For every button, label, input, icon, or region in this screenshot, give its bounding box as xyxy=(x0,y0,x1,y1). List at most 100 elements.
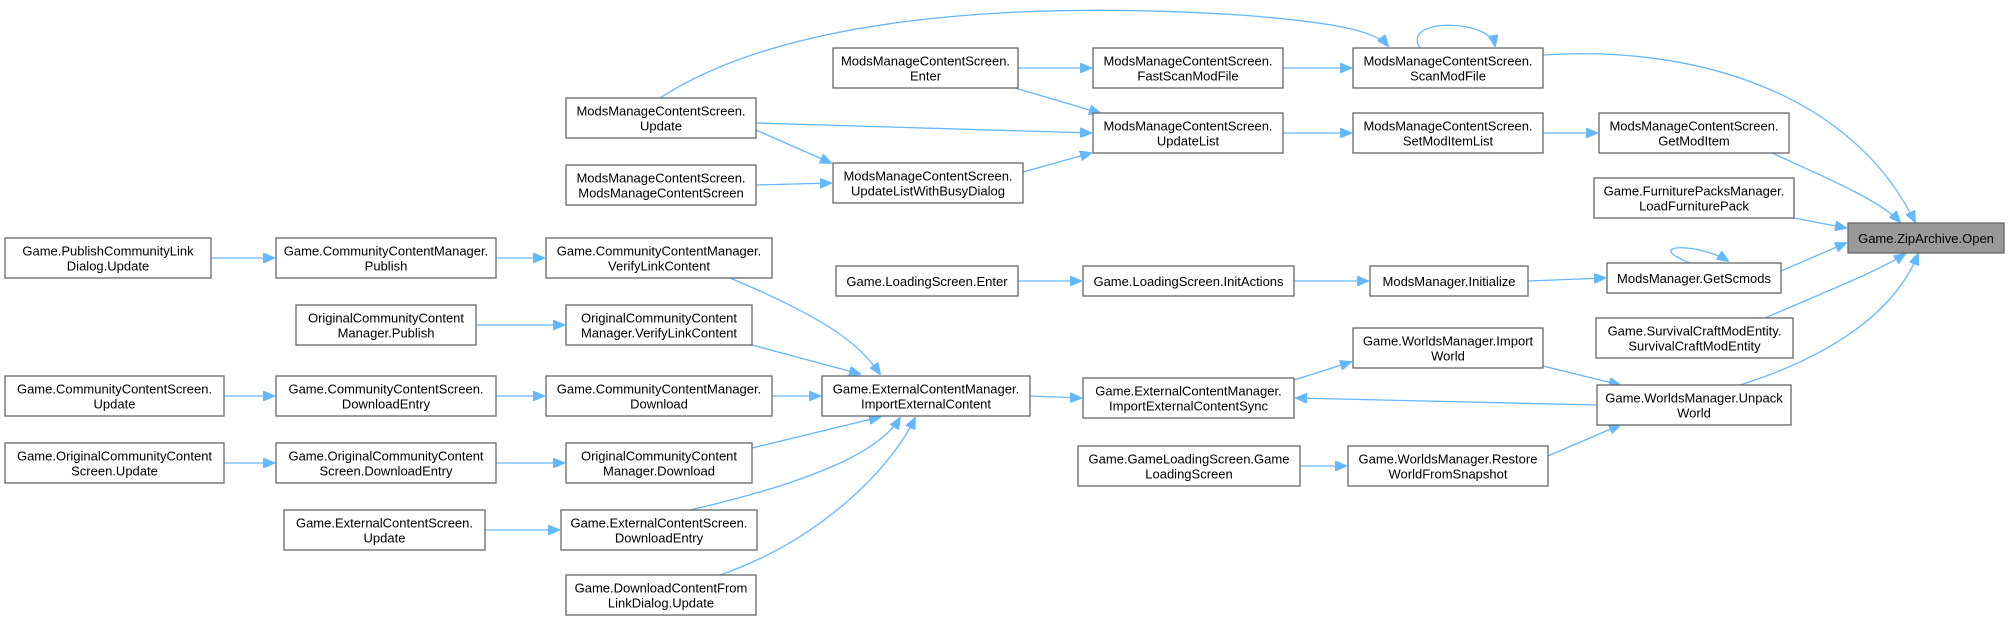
node-ecs-download-entry[interactable]: Game.ExternalContentScreen.DownloadEntry xyxy=(560,509,758,551)
edge-mmcs-update-to-update-list xyxy=(755,122,1091,133)
node-occm-verify-link[interactable]: OriginalCommunityContentManager.VerifyLi… xyxy=(565,304,753,346)
node-label-ccm-verify-link-0: Game.CommunityContentManager. xyxy=(557,244,761,259)
node-mods-initialize[interactable]: ModsManager.Initialize xyxy=(1369,265,1529,297)
node-mmcs-enter[interactable]: ModsManageContentScreen.Enter xyxy=(832,47,1019,89)
node-label-mmcs-ctor-1: ModsManageContentScreen xyxy=(578,186,744,201)
node-label-loading-enter-0: Game.LoadingScreen.Enter xyxy=(846,274,1008,289)
node-fast-scan-mod-file[interactable]: ModsManageContentScreen.FastScanModFile xyxy=(1092,47,1284,89)
node-label-ccm-publish-0: Game.CommunityContentManager. xyxy=(284,244,488,259)
edge-occm-download-to-import xyxy=(751,417,880,449)
node-label-publish-link-dialog-0: Game.PublishCommunityLink xyxy=(22,244,194,259)
node-import-external-sync[interactable]: Game.ExternalContentManager.ImportExtern… xyxy=(1082,377,1295,419)
node-get-scmods[interactable]: ModsManager.GetScmods xyxy=(1606,262,1782,294)
node-box-scan-mod-file xyxy=(1352,47,1544,89)
edge-busy-to-update-list xyxy=(1022,153,1091,173)
node-label-load-furniture-pack-0: Game.FurniturePacksManager. xyxy=(1604,184,1785,199)
node-label-occm-verify-link-0: OriginalCommunityContent xyxy=(581,311,737,326)
node-label-mmcs-update-1: Update xyxy=(640,119,682,134)
node-update-list-busy[interactable]: ModsManageContentScreen.UpdateListWithBu… xyxy=(832,162,1024,204)
node-label-occm-download-1: Manager.Download xyxy=(603,464,715,479)
edge-get-mod-item-to-zip xyxy=(1771,152,1900,222)
node-occs-update[interactable]: Game.OriginalCommunityContentScreen.Upda… xyxy=(4,442,225,484)
node-game-loading-screen[interactable]: Game.GameLoadingScreen.GameLoadingScreen xyxy=(1077,445,1301,487)
node-label-unpack-world-0: Game.WorldsManager.Unpack xyxy=(1605,391,1783,406)
node-label-download-from-link-1: LinkDialog.Update xyxy=(608,596,714,611)
edge-import-sync-to-import-world xyxy=(1293,362,1351,381)
call-nodes: Game.ZipArchive.Open ModsManageContentScr… xyxy=(4,47,2005,616)
node-download-from-link[interactable]: Game.DownloadContentFromLinkDialog.Updat… xyxy=(565,574,757,616)
edge-survival-to-zip xyxy=(1764,254,1905,319)
node-box-mmcs-ctor xyxy=(565,164,757,206)
node-ecs-update[interactable]: Game.ExternalContentScreen.Update xyxy=(283,509,486,551)
node-label-ccm-download-0: Game.CommunityContentManager. xyxy=(557,382,761,397)
node-box-set-mod-item-list xyxy=(1352,112,1544,154)
node-label-update-list-0: ModsManageContentScreen. xyxy=(1103,119,1272,134)
node-import-external[interactable]: Game.ExternalContentManager.ImportExtern… xyxy=(821,375,1031,417)
node-box-get-scmods xyxy=(1606,262,1782,294)
node-box-ccs-download-entry xyxy=(275,375,497,417)
node-box-loading-enter xyxy=(835,265,1019,297)
edge-mmcs-update-to-busy xyxy=(755,129,831,163)
node-ccm-verify-link[interactable]: Game.CommunityContentManager.VerifyLinkC… xyxy=(545,237,773,279)
edge-unpack-to-import-sync xyxy=(1296,398,1598,406)
node-loading-enter[interactable]: Game.LoadingScreen.Enter xyxy=(835,265,1019,297)
node-init-actions[interactable]: Game.LoadingScreen.InitActions xyxy=(1082,265,1295,297)
node-box-get-mod-item xyxy=(1598,112,1790,154)
node-box-import-external xyxy=(821,375,1031,417)
node-label-ccs-update-1: Update xyxy=(94,397,136,412)
node-label-zip-open-0: Game.ZipArchive.Open xyxy=(1858,231,1994,246)
node-box-update-list xyxy=(1092,112,1284,154)
node-mmcs-update[interactable]: ModsManageContentScreen.Update xyxy=(565,97,757,139)
node-label-game-loading-screen-1: LoadingScreen xyxy=(1145,467,1232,482)
node-survival-craft-mod-entity[interactable]: Game.SurvivalCraftModEntity.SurvivalCraf… xyxy=(1595,317,1794,359)
node-mmcs-ctor[interactable]: ModsManageContentScreen.ModsManageConten… xyxy=(565,164,757,206)
node-label-ccm-publish-1: Publish xyxy=(365,259,408,274)
node-load-furniture-pack[interactable]: Game.FurniturePacksManager.LoadFurniture… xyxy=(1593,177,1795,219)
node-box-init-actions xyxy=(1082,265,1295,297)
edge-mmcs-update-to-scan xyxy=(659,9,1388,99)
node-label-occm-verify-link-1: Manager.VerifyLinkContent xyxy=(581,326,737,341)
node-restore-world[interactable]: Game.WorldsManager.RestoreWorldFromSnaps… xyxy=(1347,445,1549,487)
node-label-game-loading-screen-0: Game.GameLoadingScreen.Game xyxy=(1089,452,1290,467)
node-get-mod-item[interactable]: ModsManageContentScreen.GetModItem xyxy=(1598,112,1790,154)
node-box-mmcs-update xyxy=(565,97,757,139)
call-edges xyxy=(211,9,1918,576)
node-box-zip-open xyxy=(1847,222,2005,254)
node-box-import-external-sync xyxy=(1082,377,1295,419)
node-box-game-loading-screen xyxy=(1077,445,1301,487)
node-label-scan-mod-file-1: ScanModFile xyxy=(1410,69,1486,84)
edge-get-scmods-to-zip xyxy=(1780,243,1846,272)
node-occs-download-entry[interactable]: Game.OriginalCommunityContentScreen.Down… xyxy=(275,442,497,484)
node-box-ccs-update xyxy=(4,375,225,417)
node-ccm-publish[interactable]: Game.CommunityContentManager.Publish xyxy=(275,237,497,279)
node-box-occs-update xyxy=(4,442,225,484)
node-label-import-world-0: Game.WorldsManager.Import xyxy=(1363,334,1534,349)
edge-import-world-to-unpack xyxy=(1542,365,1620,385)
edge-furniture-to-zip xyxy=(1793,217,1846,228)
node-label-fast-scan-mod-file-1: FastScanModFile xyxy=(1137,69,1238,84)
node-zip-open[interactable]: Game.ZipArchive.Open xyxy=(1847,222,2005,254)
node-box-unpack-world xyxy=(1596,384,1792,426)
node-label-occm-download-0: OriginalCommunityContent xyxy=(581,449,737,464)
node-update-list[interactable]: ModsManageContentScreen.UpdateList xyxy=(1092,112,1284,154)
node-label-restore-world-1: WorldFromSnapshot xyxy=(1389,467,1508,482)
node-label-import-external-sync-0: Game.ExternalContentManager. xyxy=(1095,384,1281,399)
node-label-import-external-0: Game.ExternalContentManager. xyxy=(833,382,1019,397)
node-box-import-world xyxy=(1352,327,1544,369)
node-set-mod-item-list[interactable]: ModsManageContentScreen.SetModItemList xyxy=(1352,112,1544,154)
node-label-occs-download-entry-0: Game.OriginalCommunityContent xyxy=(288,449,483,464)
node-ccs-update[interactable]: Game.CommunityContentScreen.Update xyxy=(4,375,225,417)
node-box-mods-initialize xyxy=(1369,265,1529,297)
edge-unpack-to-zip xyxy=(1739,254,1918,386)
node-scan-mod-file[interactable]: ModsManageContentScreen.ScanModFile xyxy=(1352,47,1544,89)
node-ccs-download-entry[interactable]: Game.CommunityContentScreen.DownloadEntr… xyxy=(275,375,497,417)
node-label-get-mod-item-1: GetModItem xyxy=(1658,134,1730,149)
edge-ccm-verify-to-import xyxy=(729,277,880,374)
node-ccm-download[interactable]: Game.CommunityContentManager.Download xyxy=(545,375,773,417)
